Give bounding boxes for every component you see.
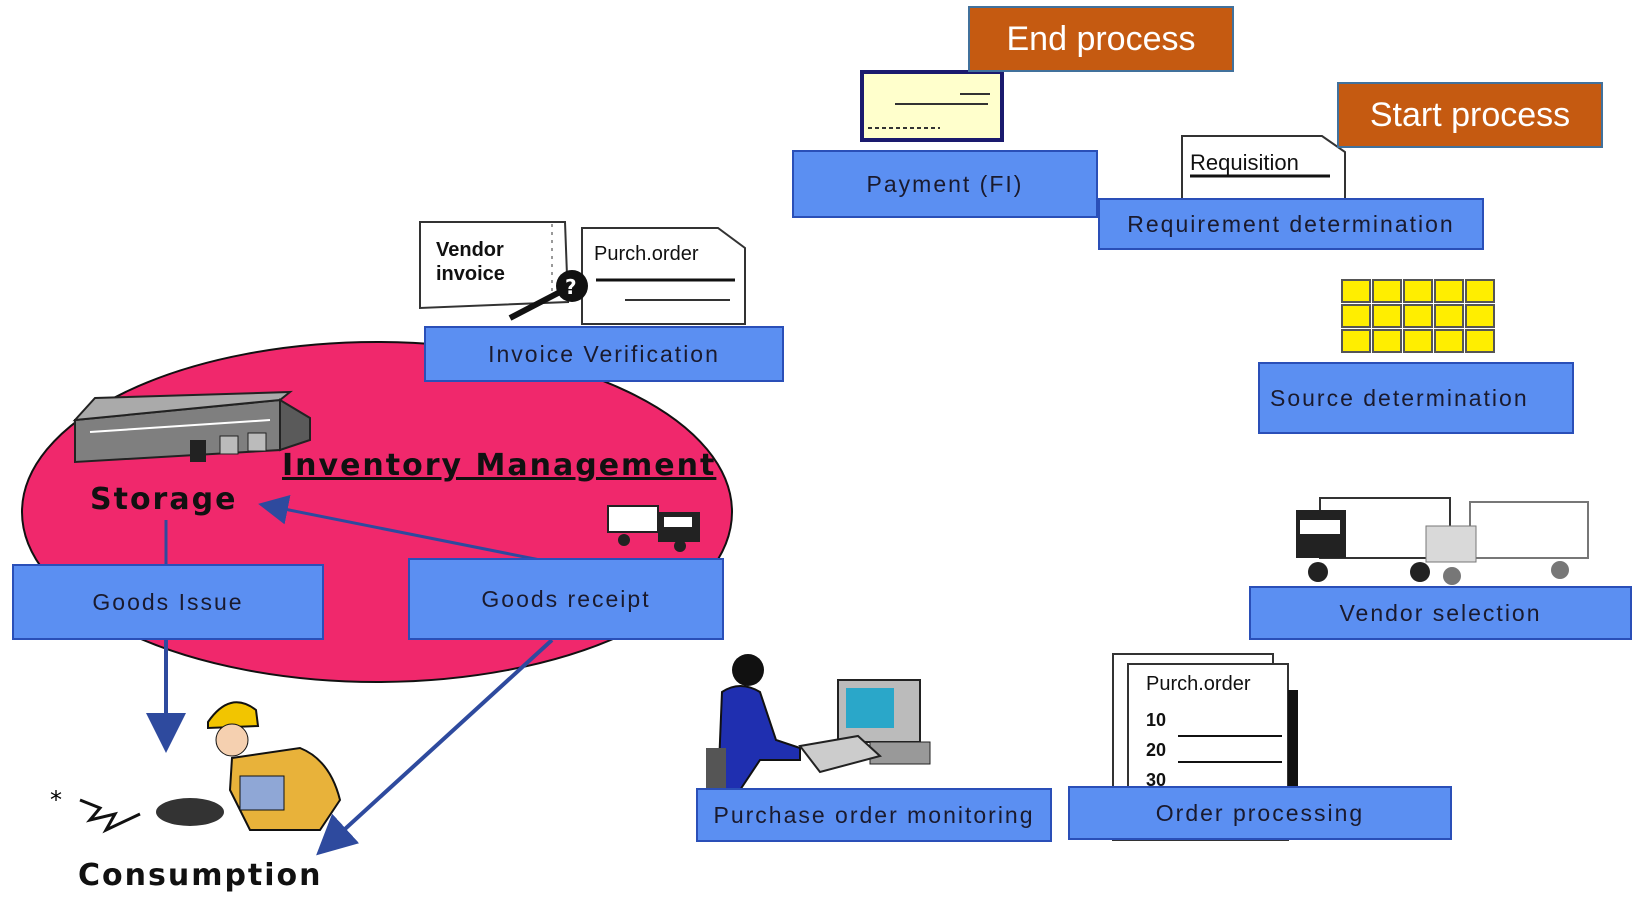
grid-cell <box>1372 279 1402 303</box>
consumption-label: Consumption <box>78 858 323 893</box>
po-item-30: 30 <box>1146 770 1166 790</box>
grid-cell <box>1341 279 1371 303</box>
source-determination-box: Source determination <box>1258 362 1574 434</box>
po-item-20: 20 <box>1146 740 1166 760</box>
worker-icon: * <box>50 701 342 834</box>
vendor-trucks-icon <box>1296 497 1589 585</box>
grid-cell <box>1403 329 1433 353</box>
svg-text:*: * <box>50 786 62 814</box>
grid-cell <box>1372 304 1402 328</box>
grid-cell <box>1403 279 1433 303</box>
purchase-order-monitoring-box: Purchase order monitoring <box>696 788 1052 842</box>
invoice-verification-box: Invoice Verification <box>424 326 784 382</box>
payment-fi-box: Payment (FI) <box>792 150 1098 218</box>
purch-order-text-2: Purch.order <box>1146 673 1251 695</box>
payment-document-icon <box>860 70 1004 142</box>
grid-cell <box>1465 279 1495 303</box>
end-process-marker: End process <box>968 6 1234 72</box>
computer-user-icon <box>706 654 931 791</box>
grid-cell <box>1434 304 1464 328</box>
svg-text:?: ? <box>565 275 577 299</box>
grid-cell <box>1434 329 1464 353</box>
goods-receipt-box: Goods receipt <box>408 558 724 640</box>
warehouse-icon <box>72 390 311 464</box>
magnifier-question-icon: ? <box>508 270 588 321</box>
vendor-invoice-text-1: Vendor <box>436 239 504 261</box>
grid-icon <box>1341 279 1495 353</box>
vendor-invoice-document-icon <box>419 221 570 310</box>
purch-order-document-icon <box>581 227 746 325</box>
start-process-marker: Start process <box>1337 82 1603 148</box>
storage-label: Storage <box>90 482 238 517</box>
requirement-determination-box: Requirement determination <box>1098 198 1484 250</box>
arrow-goods-receipt-to-storage <box>258 494 541 562</box>
truck-icon <box>607 505 700 552</box>
grid-cell <box>1372 329 1402 353</box>
order-processing-box: Order processing <box>1068 786 1452 840</box>
grid-cell <box>1434 279 1464 303</box>
grid-cell <box>1403 304 1433 328</box>
vendor-selection-box: Vendor selection <box>1249 586 1632 640</box>
goods-issue-box: Goods Issue <box>12 564 324 640</box>
requisition-document-icon <box>1181 135 1346 201</box>
inventory-management-label: Inventory Management <box>282 448 717 483</box>
grid-cell <box>1465 304 1495 328</box>
grid-cell <box>1341 329 1371 353</box>
arrow-goods-receipt-to-consumption <box>316 638 554 856</box>
grid-cell <box>1465 329 1495 353</box>
vendor-invoice-text-2: invoice <box>436 263 505 285</box>
po-item-10: 10 <box>1146 710 1166 730</box>
purch-order-text: Purch.order <box>594 243 699 265</box>
requisition-text: Requisition <box>1190 150 1299 175</box>
grid-cell <box>1341 304 1371 328</box>
